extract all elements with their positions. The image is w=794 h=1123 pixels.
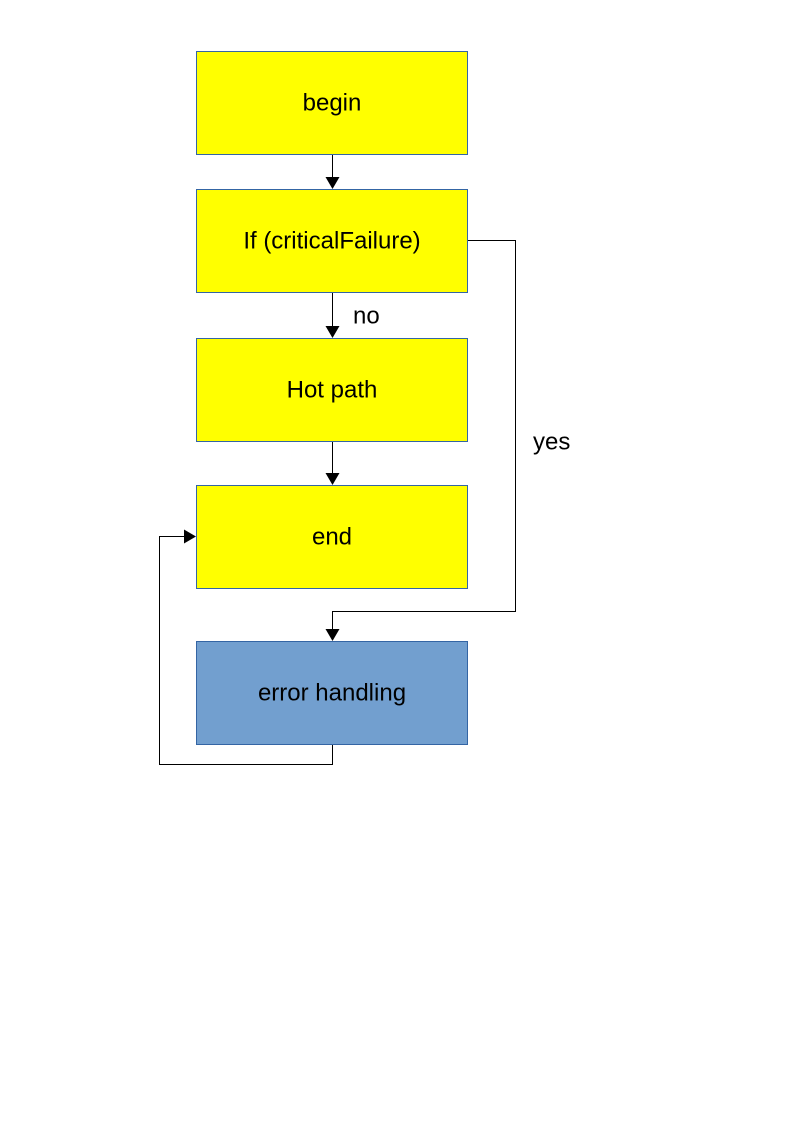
edge-label-yes: yes xyxy=(533,429,570,456)
edge-error-handling-to-end xyxy=(159,529,333,765)
node-condition: If (criticalFailure) xyxy=(196,189,468,293)
node-error-handling-box xyxy=(196,641,468,745)
node-hot-path-box xyxy=(196,338,468,442)
node-end-box xyxy=(196,485,468,589)
node-begin-box xyxy=(196,51,468,155)
node-hot-path: Hot path xyxy=(196,338,468,442)
edge-condition-to-error-handling xyxy=(325,240,516,641)
node-hot-path-label: Hot path xyxy=(287,377,378,404)
node-begin: begin xyxy=(196,51,468,155)
node-condition-box xyxy=(196,189,468,293)
node-end-label: end xyxy=(312,524,352,551)
node-condition-label: If (criticalFailure) xyxy=(243,228,420,255)
edge-label-no: no xyxy=(353,303,380,330)
node-error-handling: error handling xyxy=(196,641,468,745)
node-end: end xyxy=(196,485,468,589)
node-error-handling-label: error handling xyxy=(258,680,406,707)
node-begin-label: begin xyxy=(303,90,362,117)
